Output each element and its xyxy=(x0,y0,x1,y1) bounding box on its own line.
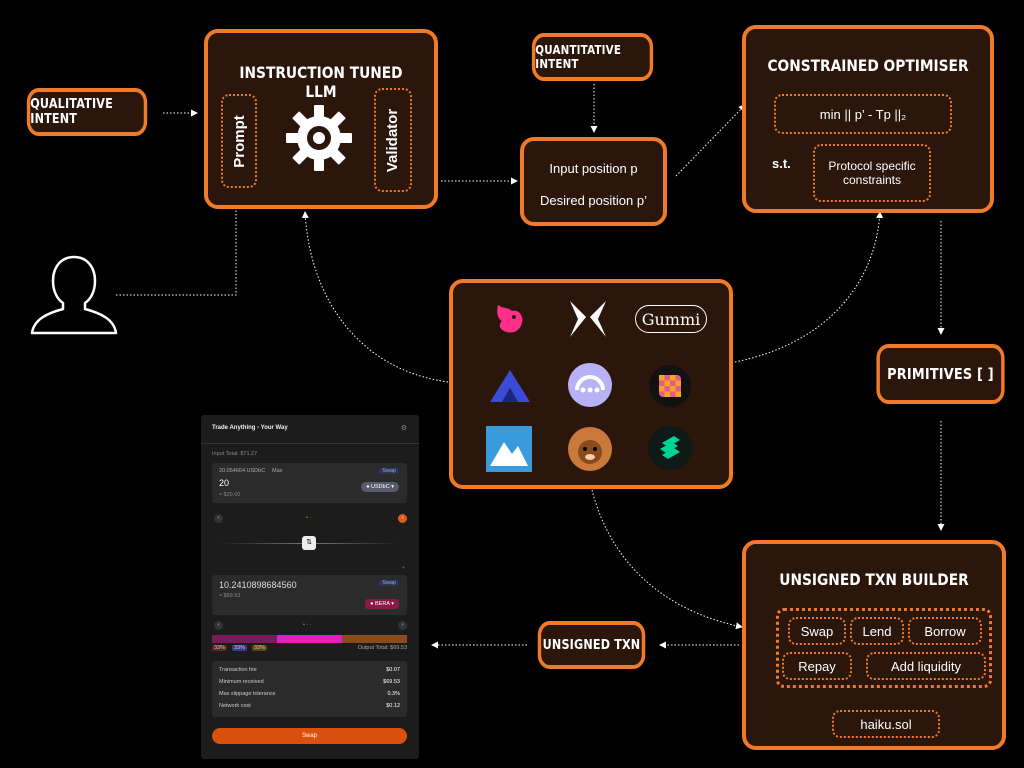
min-received-label: Minimum received xyxy=(219,679,264,685)
input-total: Input Total: $71.27 xyxy=(212,451,258,457)
constraints-box: Protocol specific constraints xyxy=(813,144,931,202)
pct-3: 33% xyxy=(252,645,268,651)
optimiser-title: CONSTRAINED OPTIMISER xyxy=(767,56,969,75)
output-amount[interactable]: 10.2410898684560 xyxy=(219,580,297,590)
page-dots: • · xyxy=(306,515,312,521)
gummi-label: Gummi xyxy=(635,305,707,333)
output-card: 10.2410898684560 Swap ≈ $69.53 ● BERA ▾ xyxy=(212,575,407,615)
swap-button[interactable]: Swap xyxy=(212,728,407,744)
pct-2: 33% xyxy=(232,645,248,651)
wallet-label: haiku.sol xyxy=(860,716,912,732)
objective-label: min || p’ - Tp ||₂ xyxy=(819,106,907,122)
swap-direction-icon[interactable]: ⇅ xyxy=(302,536,316,550)
unsigned-txn-label: UNSIGNED TXN xyxy=(542,637,641,653)
gummi-logo: Gummi xyxy=(634,305,708,333)
input-position-label: Input position p xyxy=(549,161,638,176)
max-button[interactable]: Max xyxy=(272,468,283,474)
op-repay-label: Repay xyxy=(798,658,836,674)
swap-app-screenshot: Trade Anything - Your Way ⚙ Input Total:… xyxy=(201,415,419,759)
app-title: Trade Anything - Your Way xyxy=(212,425,288,431)
user-icon xyxy=(30,255,118,335)
op-borrow: Borrow xyxy=(908,617,982,645)
builder-box: UNSIGNED TXN BUILDER Swap Lend Borrow Re… xyxy=(742,540,1006,750)
objective-box: min || p’ - Tp ||₂ xyxy=(774,94,952,134)
slippage-label: Max slippage tolerance xyxy=(219,691,276,697)
output-swap-tag: Swap xyxy=(379,580,399,586)
fee-value: $0.07 xyxy=(386,667,400,673)
slippage-value: 0.3% xyxy=(387,691,400,697)
output-usd: ≈ $69.53 xyxy=(219,593,241,599)
primitives-label: PRIMITIVES [ ] xyxy=(887,365,994,383)
op-repay: Repay xyxy=(782,652,852,680)
compound-icon xyxy=(647,425,693,471)
prev-arrow-icon-2[interactable]: ‹ xyxy=(214,621,223,630)
prompt-label: Prompt xyxy=(230,114,248,168)
qualitative-intent-label: QUALITATIVE INTENT xyxy=(30,97,113,127)
output-token-select[interactable]: ● BERA ▾ xyxy=(365,599,399,609)
checker-icon xyxy=(647,363,693,409)
positions-box: Input position p Desired position p’ xyxy=(520,137,667,226)
uniswap-icon xyxy=(487,296,533,342)
pct-1: 33% xyxy=(212,645,228,651)
fee-label: Transaction fee xyxy=(219,667,257,673)
wallet-box: haiku.sol xyxy=(832,710,940,738)
ops-group xyxy=(776,608,992,688)
swap-button-label: Swap xyxy=(301,733,317,739)
input-token-label: USDbC xyxy=(371,484,390,490)
op-add-liquidity-label: Add liquidity xyxy=(890,658,962,674)
output-token-label: BERA xyxy=(375,601,390,607)
network-cost-value: $0.12 xyxy=(386,703,400,709)
unsigned-txn-box: UNSIGNED TXN xyxy=(537,621,646,669)
add-icon[interactable]: + xyxy=(401,565,405,571)
desired-position-label: Desired position p’ xyxy=(540,193,647,208)
input-card: 20.054664 USDbC Max Swap 20 ≈ $20.00 ● U… xyxy=(212,463,407,503)
allocation-bar[interactable] xyxy=(212,635,407,643)
mountain-a-icon xyxy=(487,363,533,409)
page-dots-2: • · · xyxy=(303,622,312,628)
butterfly-icon xyxy=(565,296,611,342)
prev-arrow-icon[interactable]: ‹ xyxy=(214,514,223,523)
gear-icon xyxy=(286,105,352,171)
min-received-value: $69.53 xyxy=(383,679,400,685)
output-total: Output Total: $69.53 xyxy=(357,645,407,651)
op-borrow-label: Borrow xyxy=(924,623,966,639)
protocols-box: Gummi xyxy=(449,279,733,489)
input-swap-tag: Swap xyxy=(379,468,399,474)
st-label: s.t. xyxy=(772,156,791,171)
constraints-line2: constraints xyxy=(842,173,902,187)
validator-label: Validator xyxy=(384,108,402,172)
primitives-box: PRIMITIVES [ ] xyxy=(876,344,1005,404)
settings-icon[interactable]: ⚙ xyxy=(400,425,407,432)
input-balance: 20.054664 USDbC xyxy=(219,468,266,474)
quantitative-intent-label: QUANTITATIVE INTENT xyxy=(535,43,622,71)
snow-mountain-icon xyxy=(486,426,532,472)
input-amount[interactable]: 20 xyxy=(219,478,230,488)
prompt-box: Prompt xyxy=(221,94,257,188)
bear-icon xyxy=(567,426,613,472)
builder-title: UNSIGNED TXN BUILDER xyxy=(779,570,969,589)
llm-title: INSTRUCTION TUNED LLM xyxy=(239,63,403,101)
optimiser-box: CONSTRAINED OPTIMISER min || p’ - Tp ||₂… xyxy=(742,25,994,213)
llm-box: INSTRUCTION TUNED LLM Prompt Validator xyxy=(204,29,438,209)
input-usd: ≈ $20.00 xyxy=(219,492,241,498)
quantitative-intent-box: QUANTITATIVE INTENT xyxy=(531,33,654,81)
qualitative-intent-box: QUALITATIVE INTENT xyxy=(26,88,148,136)
op-swap: Swap xyxy=(788,617,846,645)
details-card: Transaction fee $0.07 Minimum received $… xyxy=(212,661,407,717)
op-swap-label: Swap xyxy=(800,623,834,639)
constraints-line1: Protocol specific xyxy=(828,159,916,173)
dots-circle-icon xyxy=(567,362,613,408)
op-lend-label: Lend xyxy=(862,623,892,639)
input-token-select[interactable]: ● USDbC ▾ xyxy=(361,482,399,492)
next-arrow-icon[interactable]: › xyxy=(398,514,407,523)
next-arrow-icon-2[interactable]: › xyxy=(398,621,407,630)
op-lend: Lend xyxy=(850,617,904,645)
network-cost-label: Network cost xyxy=(219,703,251,709)
validator-box: Validator xyxy=(374,88,412,192)
op-add-liquidity: Add liquidity xyxy=(866,652,986,680)
divider xyxy=(201,443,419,444)
